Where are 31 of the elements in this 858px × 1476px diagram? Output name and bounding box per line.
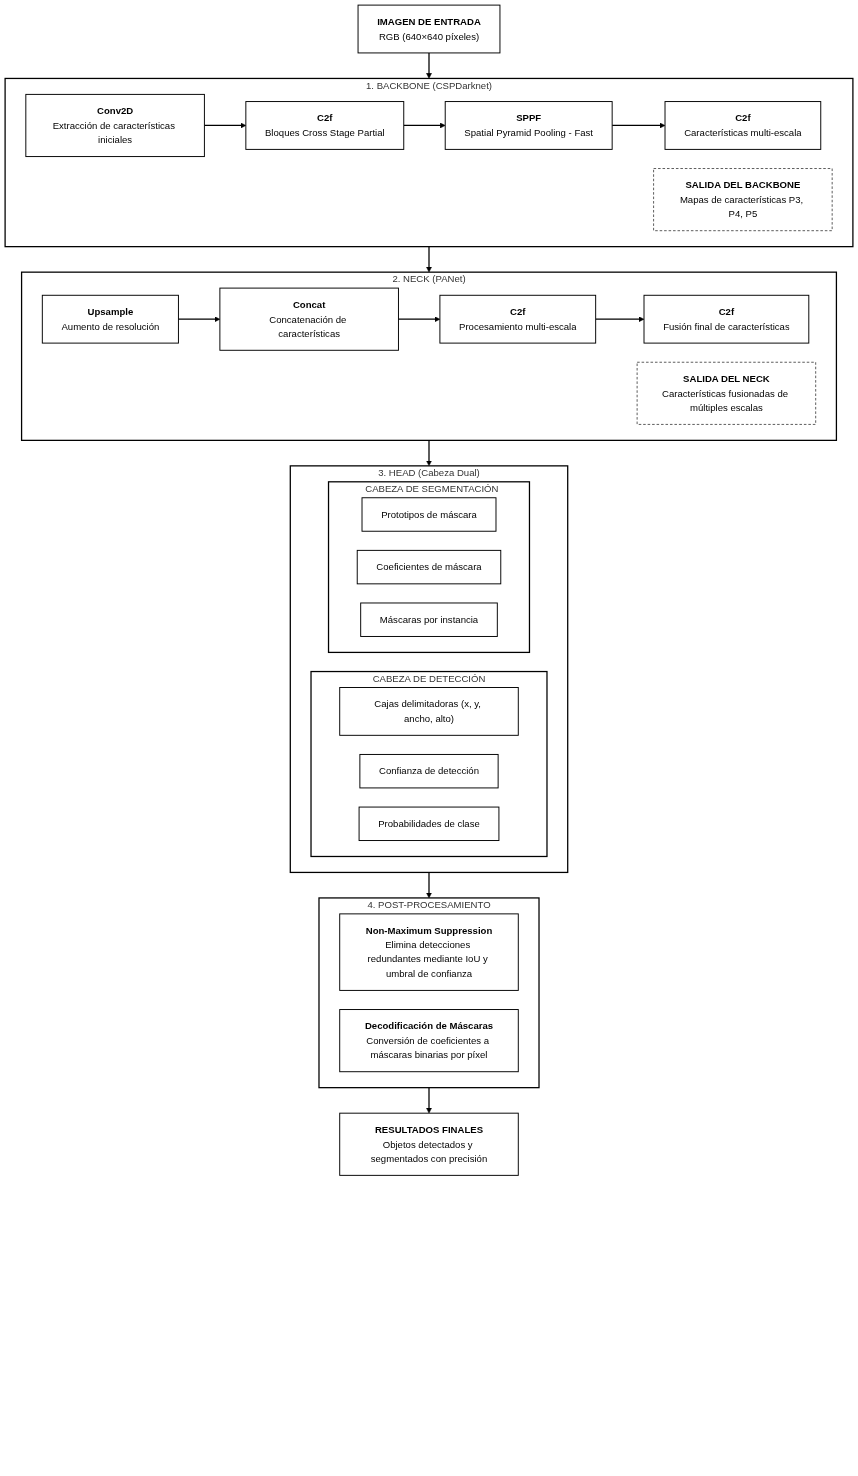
arrow [177, 316, 221, 322]
node-box: IMAGEN DE ENTRADA RGB (640×640 píxeles) [357, 4, 501, 54]
node-box: Cajas delimitadoras (x, y, ancho, alto) [339, 687, 519, 736]
arrow [397, 316, 441, 322]
node-box: Coeficientes de máscara [356, 549, 502, 585]
node-box: Prototipos de máscara [361, 497, 497, 532]
arrow [203, 122, 247, 129]
arrow [403, 122, 446, 129]
node-box: SALIDA DEL BACKBONE Mapas de características P3, P4, P5 [653, 168, 833, 231]
node-box: SALIDA DEL NECK Características fusionadas de múltiples escalas [636, 361, 816, 425]
node-box: Concat Concatenación de características [219, 287, 399, 351]
node-box: RESULTADOS FINALES Objetos detectados y segmentados con precisión [339, 1112, 519, 1176]
node-box: C2f Fusión final de características [643, 294, 810, 344]
node-box: SPPF Spatial Pyramid Pooling - Fast [444, 101, 613, 150]
node-box: C2f Características multi-escala [664, 101, 822, 150]
arrow [426, 871, 432, 899]
arrow [595, 316, 645, 322]
node-box: Non-Maximum Suppression Elimina detecciones redundantes mediante IoU y umbral de confianza [339, 913, 519, 991]
arrow [426, 439, 432, 467]
node-box: Upsample Aumento de resolución [41, 294, 179, 344]
arrow [426, 246, 432, 273]
node-box: Probabilidades de clase [358, 806, 500, 841]
node-box: Conv2D Extracción de características iniciales [25, 93, 205, 158]
node-box: C2f Bloques Cross Stage Partial [245, 101, 405, 150]
arrow [426, 52, 432, 79]
node-box: Confianza de detección [359, 753, 499, 789]
node-box: Decodificación de Máscaras Conversión de coeficientes a máscaras binarias por píxel [339, 1009, 519, 1073]
node-box: C2f Procesamiento multi-escala [439, 294, 597, 344]
arrow [426, 1087, 432, 1114]
arrow [611, 122, 666, 129]
node-box: Máscaras por instancia [360, 602, 498, 637]
